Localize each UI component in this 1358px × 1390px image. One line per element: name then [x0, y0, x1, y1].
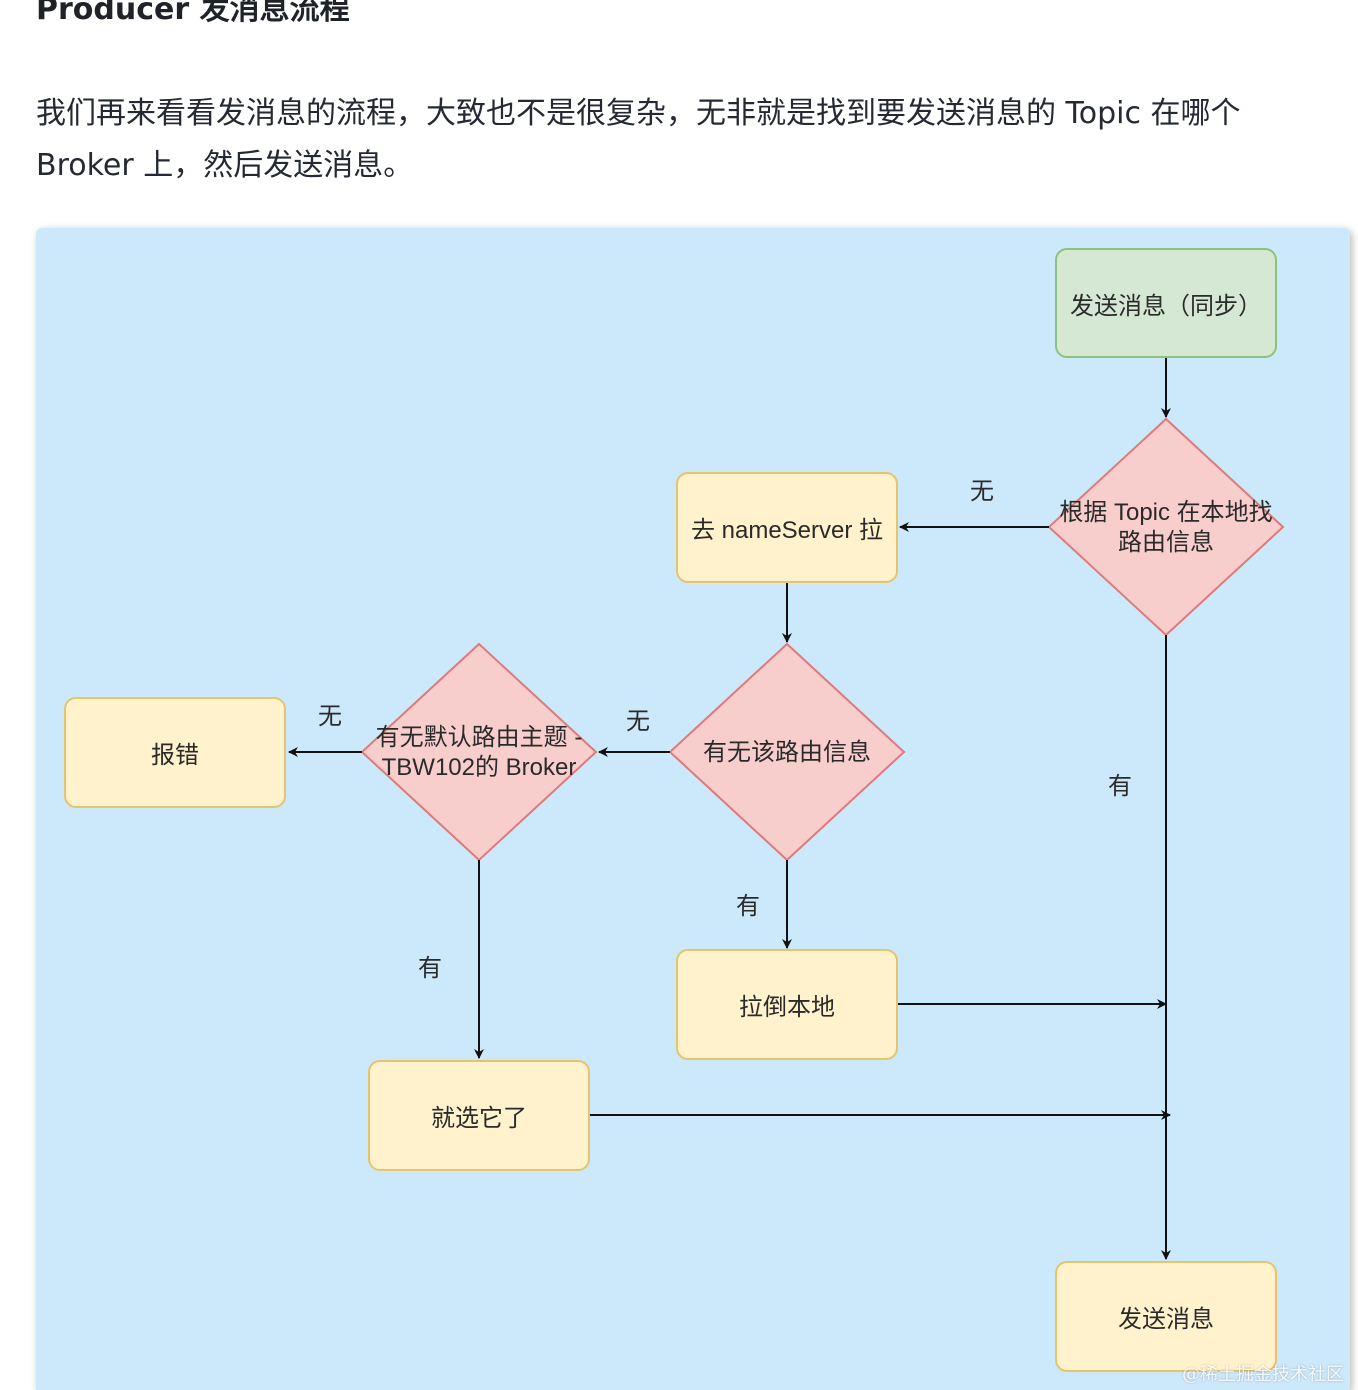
node-send: 发送消息	[1055, 1261, 1277, 1372]
decision-check-default-line1: 有无默认路由主题 -	[375, 724, 583, 751]
intro-paragraph: 我们再来看看发消息的流程，大致也不是很复杂，无非就是找到要发送消息的 Topic…	[36, 96, 1241, 183]
node-choose-it: 就选它了	[368, 1060, 590, 1171]
section-heading: Producer 发消息流程	[36, 0, 350, 27]
decision-check-default-line2: TBW102的 Broker	[381, 754, 577, 781]
edge-label-no-default: 无	[318, 703, 342, 730]
edge-label-no-local: 无	[970, 478, 994, 505]
watermark: @稀土掘金技术社区	[1182, 1364, 1344, 1385]
edge-label-has-default: 有	[418, 955, 442, 982]
decision-check-local-line2: 路由信息	[1118, 529, 1214, 556]
node-send-label: 发送消息	[1118, 1306, 1214, 1333]
node-choose-it-label: 就选它了	[431, 1105, 527, 1132]
decision-check-default-label: 有无默认路由主题 - TBW102的 Broker	[344, 723, 614, 783]
decision-check-route-line1: 有无该路由信息	[703, 739, 871, 766]
node-fetch-nameserver: 去 nameServer 拉	[676, 472, 898, 583]
decision-check-route-label: 有无该路由信息	[657, 738, 917, 768]
edge-label-no-route: 无	[626, 708, 650, 735]
edge-label-has-local: 有	[1108, 773, 1132, 800]
node-start: 发送消息（同步）	[1055, 248, 1277, 358]
flowchart-diagram: 发送消息（同步） 去 nameServer 拉 报错 拉倒本地 就选它了 发送消…	[36, 228, 1350, 1390]
edge-label-has-route: 有	[736, 893, 760, 920]
node-pull-local: 拉倒本地	[676, 949, 898, 1060]
node-start-label: 发送消息（同步）	[1070, 292, 1262, 320]
node-fetch-nameserver-label: 去 nameServer 拉	[690, 517, 884, 544]
node-report-error-label: 报错	[151, 742, 199, 769]
node-pull-local-label: 拉倒本地	[739, 994, 835, 1021]
flowchart-canvas	[288, 358, 1285, 1260]
decision-check-local-line1: 根据 Topic 在本地找	[1059, 499, 1273, 526]
decision-check-local-label: 根据 Topic 在本地找 路由信息	[1026, 498, 1306, 558]
node-report-error: 报错	[64, 697, 286, 808]
